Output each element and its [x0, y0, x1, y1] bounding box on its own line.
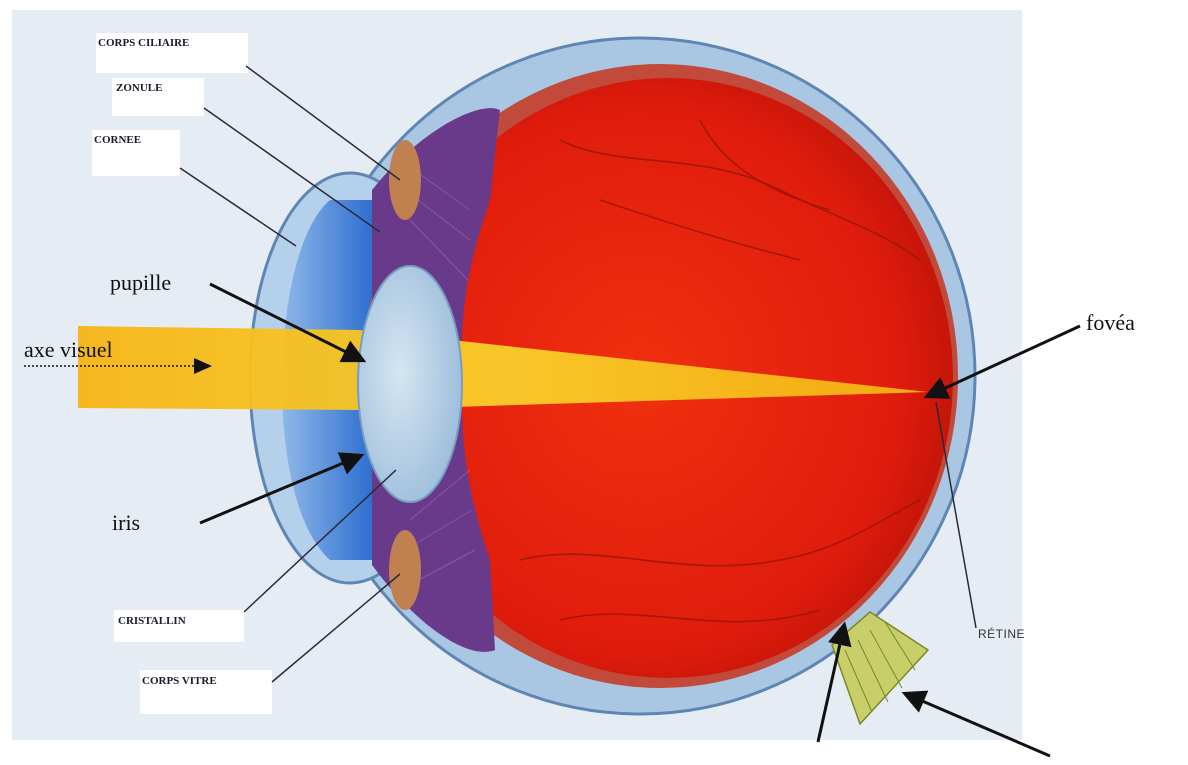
label-cornee: CORNEE [94, 134, 141, 146]
label-retine: RÉTINE [978, 626, 1025, 641]
lens [358, 266, 462, 502]
ciliary-body-bottom [389, 530, 421, 610]
label-pupille: pupille [110, 270, 171, 295]
label-iris: iris [112, 510, 140, 535]
label-axe-visuel: axe visuel [24, 337, 113, 362]
label-corps-vitre: CORPS VITRE [142, 675, 217, 687]
label-zonule: ZONULE [116, 82, 162, 94]
ciliary-body-top [389, 140, 421, 220]
label-corps-ciliaire: CORPS CILIAIRE [98, 37, 189, 49]
label-cristallin: CRISTALLIN [118, 615, 186, 627]
label-fovea: fovéa [1086, 310, 1135, 335]
